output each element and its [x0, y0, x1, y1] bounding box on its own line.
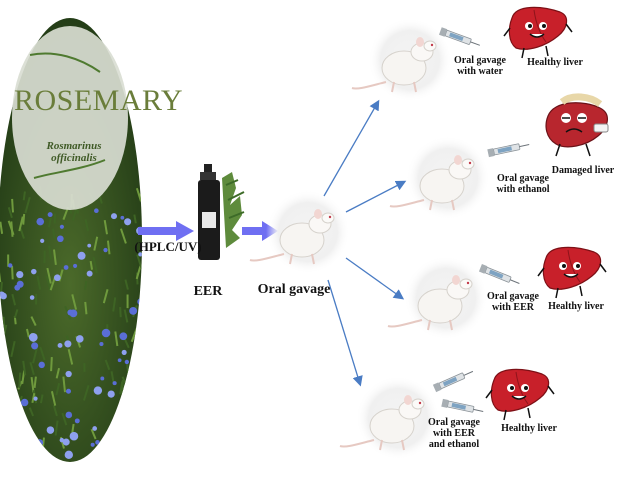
liver-icon [537, 246, 607, 299]
rat-icon [387, 255, 489, 341]
rat-icon [351, 17, 453, 103]
syringe-icon [440, 398, 485, 416]
rosemary-plant-icon [0, 18, 142, 462]
group-1-outcome: Healthy liver [527, 57, 583, 68]
rat-icon [389, 135, 491, 221]
group-3-outcome: Healthy liver [548, 301, 604, 312]
spray-bottle-icon [198, 164, 245, 260]
group-3-treatment: Oral gavage with EER [487, 291, 539, 313]
group-2-treatment: Oral gavage with ethanol [496, 173, 550, 195]
group-4-outcome: Healthy liver [501, 423, 557, 434]
liver-icon [503, 6, 573, 59]
arrow-plant-to-extract [138, 221, 194, 241]
liver-icon [485, 368, 555, 421]
group-4-treatment: Oral gavage with EER and ethanol [428, 417, 480, 450]
branch-arrows [323, 99, 407, 387]
syringe-icon [486, 140, 531, 158]
syringe-icon [432, 367, 476, 393]
group-1-treatment: Oral gavage with water [454, 55, 506, 77]
extract-label: EER [193, 284, 223, 299]
plant-title: ROSEMARY [14, 84, 184, 117]
liver-icon [545, 93, 609, 157]
route-label: Oral gavage [257, 282, 331, 297]
analysis-label: (HPLC/UV) [134, 239, 202, 254]
group-2-outcome: Damaged liver [551, 165, 615, 176]
plant-species: Rosmarinus officinalis [46, 140, 102, 164]
